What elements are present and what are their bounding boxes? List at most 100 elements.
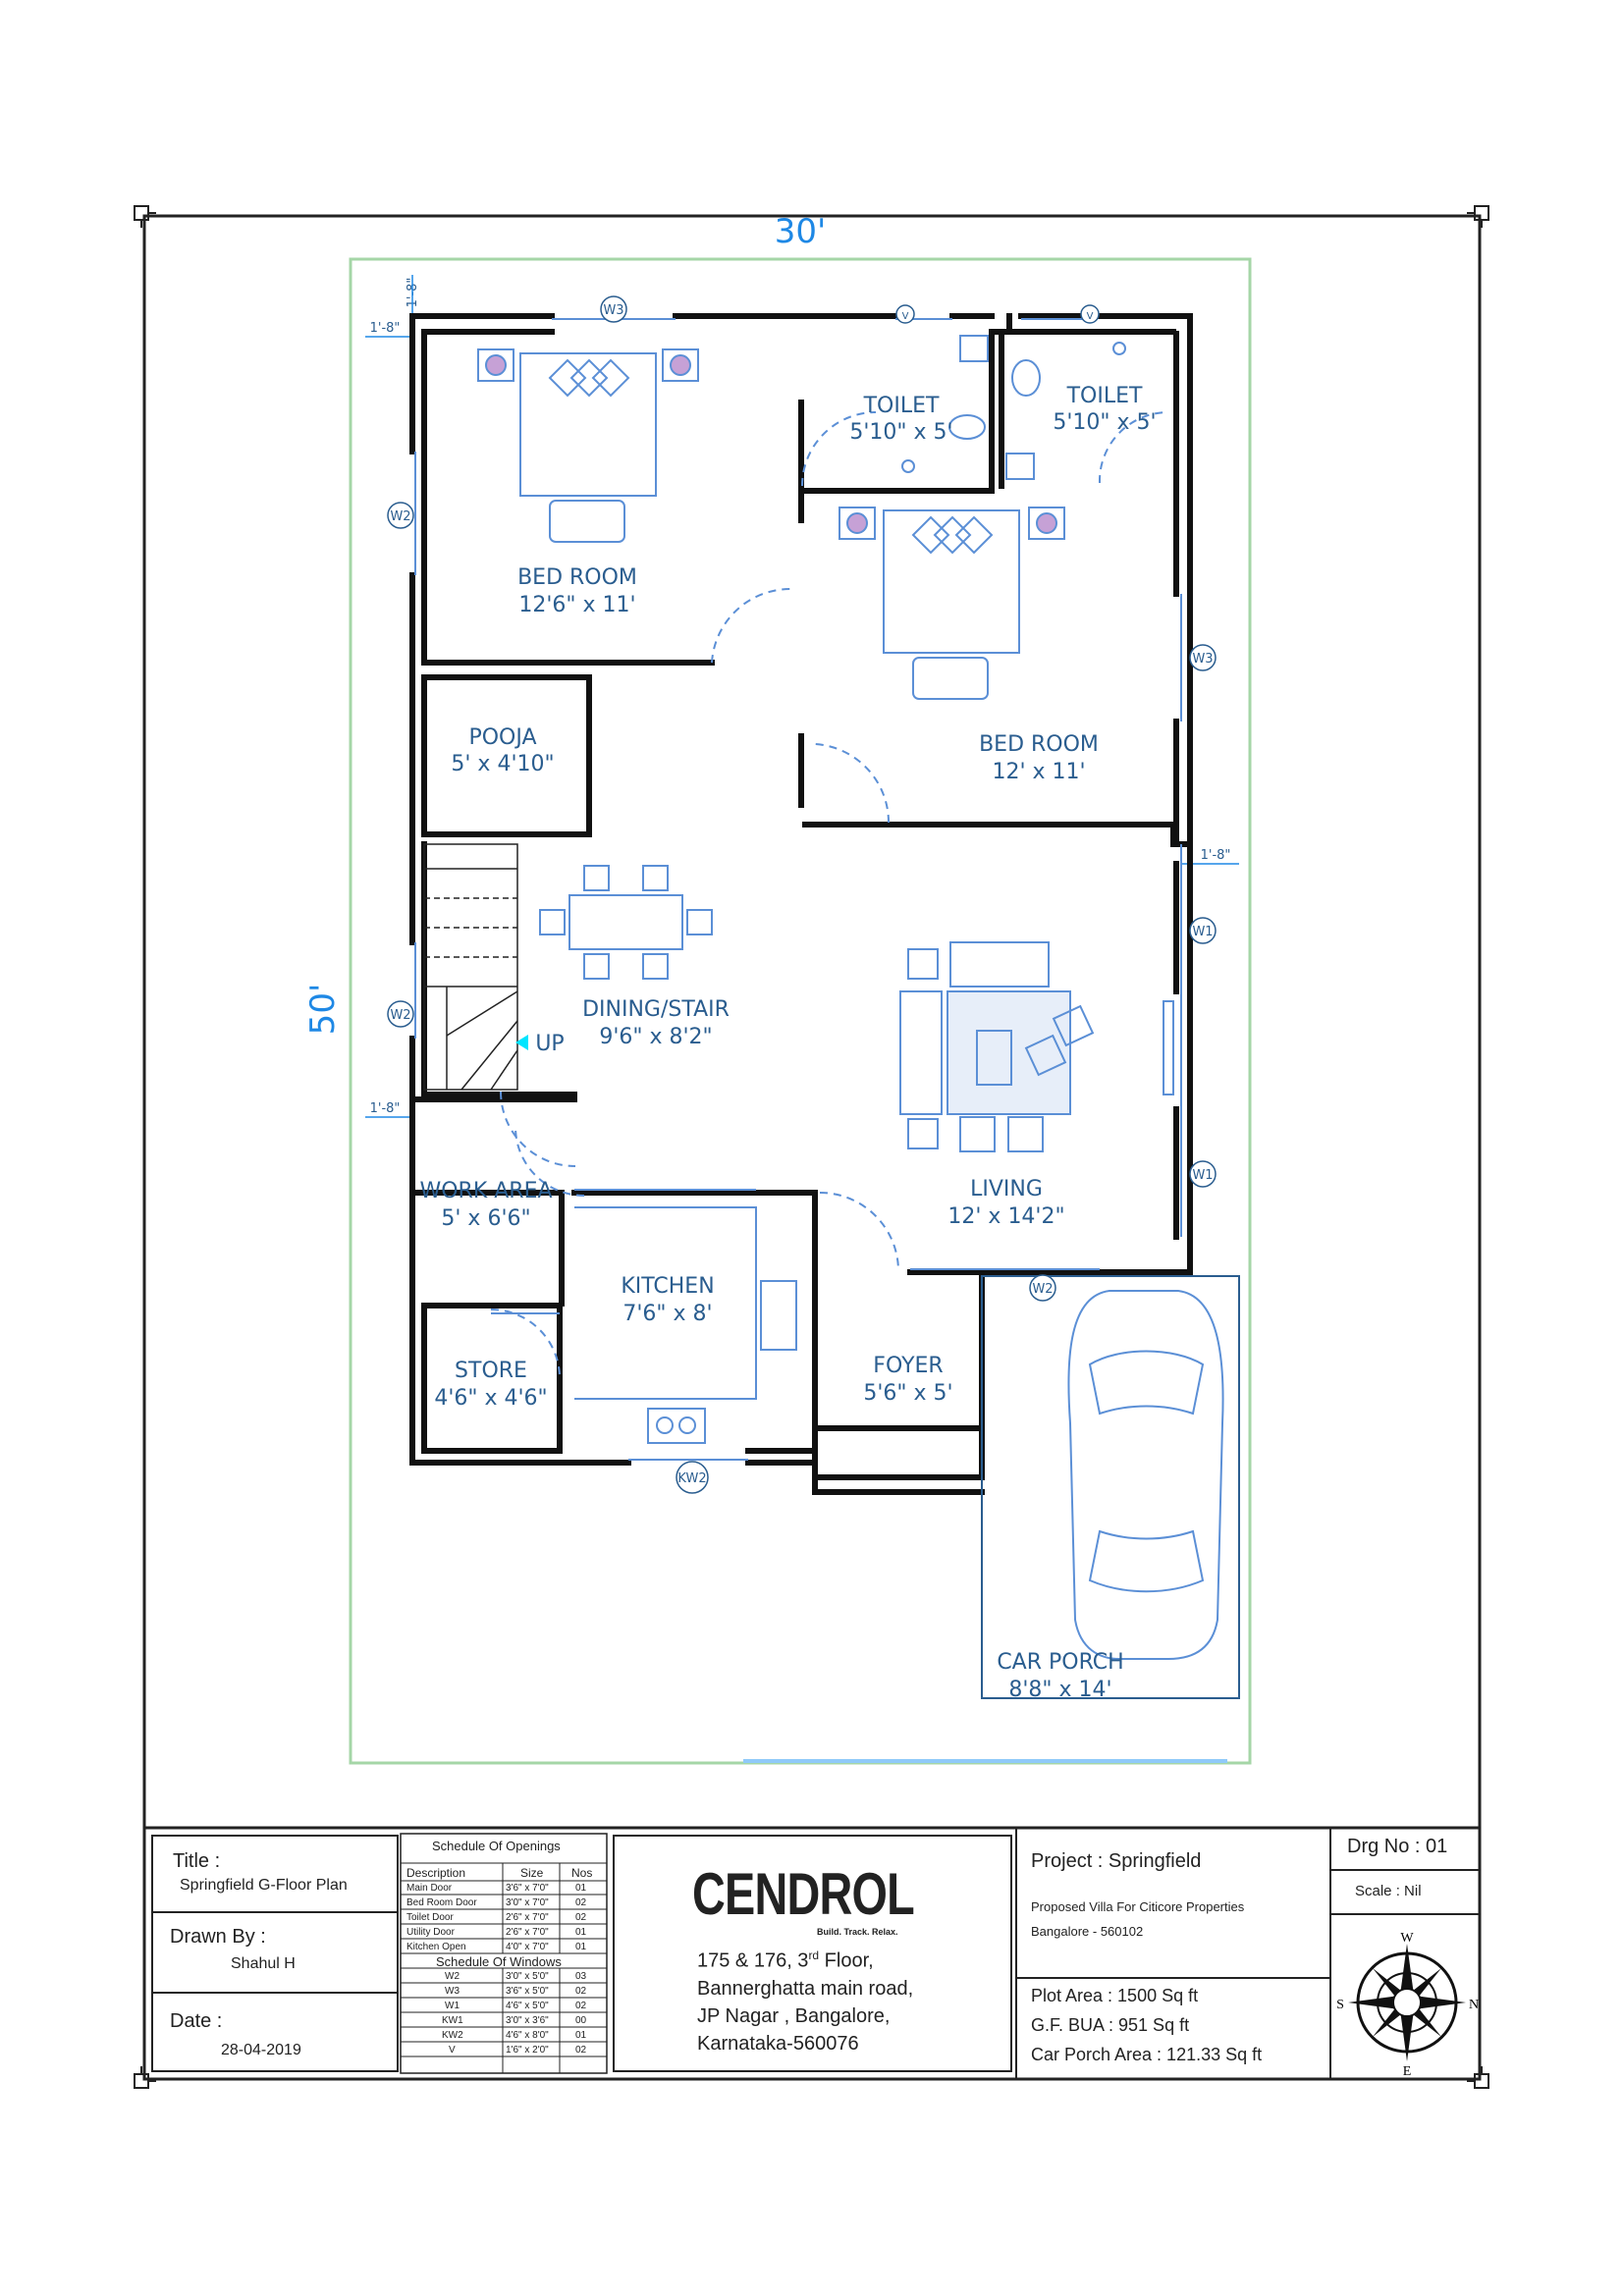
room-name-store: STORE [455,1359,527,1383]
kitchen-fixtures [574,1206,797,1444]
toilet-fixtures [901,335,1126,480]
company-tagline: Build. Track. Relax. [817,1927,898,1937]
door-row: 01 [575,1883,587,1894]
window-row: 4'6" x 5'0" [506,2001,549,2011]
svg-text:V: V [1087,311,1094,322]
window-row: W2 [445,1971,460,1982]
address-superscript: rd [808,1949,820,1962]
svg-text:W2: W2 [1032,1282,1053,1297]
window-row: 02 [575,2001,587,2011]
sched-head-desc: Description [406,1866,466,1880]
title-label: Title : [173,1850,221,1872]
compass-w: W [1400,1931,1414,1946]
window-row: KW2 [442,2030,463,2041]
drawn-by: Shahul H [231,1955,296,1972]
width-dimension: 30' [775,212,827,251]
living-furniture [899,941,1174,1152]
room-name-toilet2: TOILET [1066,384,1143,408]
room-size-toilet2: 5'10" x 5' [1053,410,1156,435]
room-name-bedroom1: BED ROOM [517,565,637,590]
setback-mid-label: 1'-8" [370,1101,401,1116]
schedule-openings-title: Schedule Of Openings [432,1839,561,1853]
company-address-2: Bannerghatta main road, [697,1978,914,2000]
room-size-living: 12' x 14'2" [947,1204,1064,1229]
door-row: 2'6" x 7'0" [506,1912,549,1923]
room-size-dining: 9'6" x 8'2" [599,1025,712,1049]
room-name-kitchen: KITCHEN [621,1274,714,1299]
svg-text:W3: W3 [603,303,623,318]
bed-guest [839,507,1065,700]
company-logo: CENDROL [692,1861,915,1927]
compass-n: N [1469,1998,1479,2012]
date-label: Date : [170,2010,223,2032]
corner-marks [134,205,1489,2089]
window-row: W1 [445,2001,460,2011]
room-labels: BED ROOM 12'6" x 11' TOILET 5'10" x 5' T… [419,384,1156,1702]
window-row: KW1 [442,2015,463,2026]
room-name-living: LIVING [970,1177,1043,1201]
company-address-4: Karnataka-560076 [697,2033,859,2055]
door-row: 4'0" x 7'0" [506,1942,549,1952]
window-row: 4'6" x 8'0" [506,2030,549,2041]
room-size-foyer: 5'6" x 5' [863,1381,952,1406]
sheet-border [142,214,1482,2081]
svg-text:W2: W2 [390,509,410,524]
door-row: Utility Door [406,1927,455,1938]
door-row: 01 [575,1942,587,1952]
window-row: 01 [575,2030,587,2041]
company-address-1: 175 & 176, 3rd Floor, [697,1949,874,1972]
ground-floor-bua: G.F. BUA : 951 Sq ft [1031,2015,1190,2035]
svg-text:KW2: KW2 [677,1471,706,1486]
plot-area: Plot Area : 1500 Sq ft [1031,1986,1199,2005]
door-row: Main Door [406,1883,453,1894]
door-swings [490,411,1169,1379]
window-row: 00 [575,2015,587,2026]
opening-tag-text: W3 V V W2 W3 W1 W2 W1 W2 KW2 [390,303,1213,1486]
window-row: V [449,2045,456,2056]
bed-master [477,348,699,543]
room-name-bedroom2: BED ROOM [979,732,1099,757]
schedule-windows-title: Schedule Of Windows [436,1954,562,1969]
door-row: 3'0" x 7'0" [506,1897,549,1908]
room-size-pooja: 5' x 4'10" [451,752,554,776]
stair-up-arrow [515,1035,528,1050]
drawing-title: Springfield G-Floor Plan [180,1877,348,1894]
room-size-bedroom1: 12'6" x 11' [518,593,635,617]
room-name-dining: DINING/STAIR [582,997,730,1022]
door-row: 3'6" x 7'0" [506,1883,549,1894]
room-size-kitchen: 7'6" x 8' [622,1302,712,1326]
door-row: Toilet Door [406,1912,454,1923]
date: 28-04-2019 [221,2042,301,2058]
room-name-foyer: FOYER [873,1354,943,1378]
room-size-bedroom2: 12' x 11' [992,760,1085,784]
room-name-toilet1: TOILET [863,394,940,418]
door-row: 02 [575,1912,587,1923]
schedule-grid [401,1862,607,2073]
opening-tags [387,295,1217,1494]
room-name-work: WORK AREA [419,1179,552,1203]
room-name-pooja: POOJA [468,725,536,750]
room-size-store: 4'6" x 4'6" [434,1386,547,1411]
room-name-porch: CAR PORCH [997,1650,1123,1675]
compass-e: E [1403,2064,1412,2079]
svg-text:W2: W2 [390,1008,410,1023]
car-porch-area: Car Porch Area : 121.33 Sq ft [1031,2045,1263,2064]
title-block-frame [144,1826,1480,2079]
window-row: 03 [575,1971,587,1982]
sched-head-size: Size [520,1866,544,1880]
stair-up-label: UP [535,1032,564,1056]
sched-head-nos: Nos [571,1866,593,1880]
door-row: 01 [575,1927,587,1938]
project-description: Proposed Villa For Citicore Properties [1031,1899,1245,1914]
window-row: 3'0" x 5'0" [506,1971,549,1982]
compass-rose: W N E S [1336,1931,1479,2079]
project-name: Project : Springfield [1031,1850,1202,1872]
door-row: Kitchen Open [406,1942,466,1952]
staircase [423,843,518,1091]
window-row: 3'0" x 3'6" [506,2015,549,2026]
door-row: 2'6" x 7'0" [506,1927,549,1938]
walls [409,313,1193,1495]
svg-text:W3: W3 [1192,652,1213,667]
window-row: 02 [575,1986,587,1997]
